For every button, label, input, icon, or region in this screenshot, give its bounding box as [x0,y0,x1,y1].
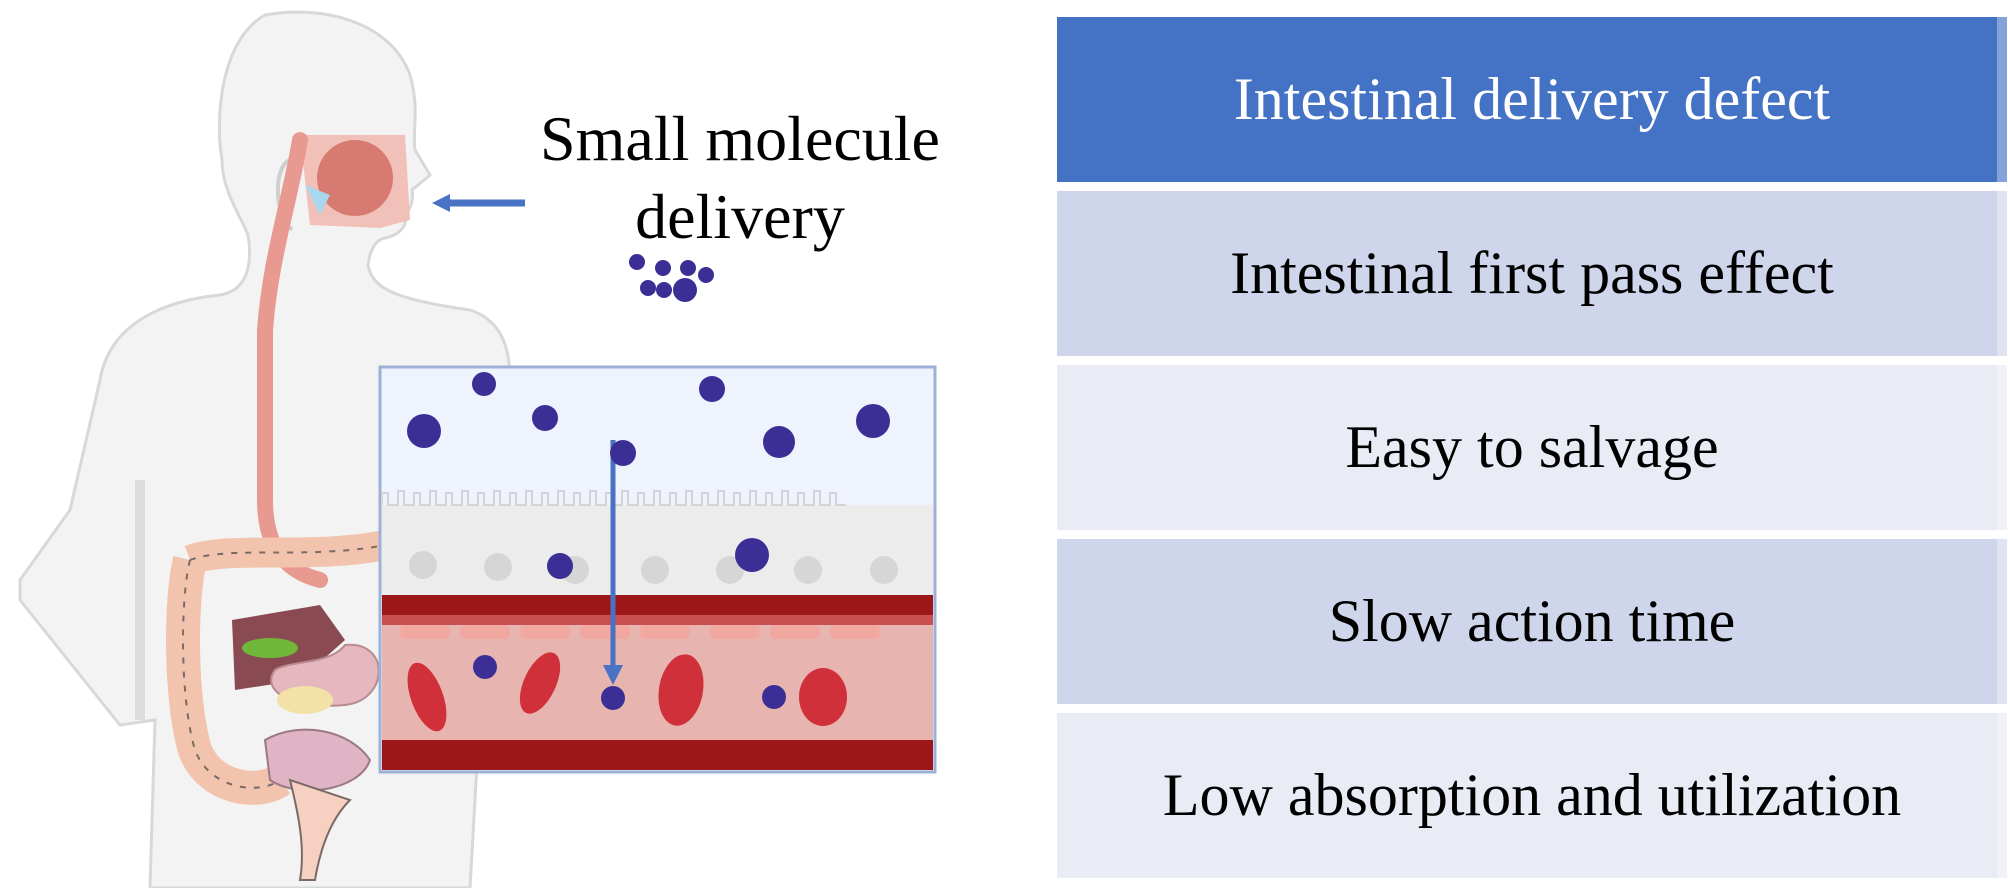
endothelial-cells [400,625,880,639]
defect-table: Intestinal delivery defect Intestinal fi… [1057,17,2007,887]
rectum [288,778,352,881]
cell-nuclei [409,551,898,584]
table-header: Intestinal delivery defect [1057,17,2007,182]
red-blood-cells [407,652,847,732]
delivery-arrow [432,194,525,212]
table-row: Intestinal first pass effect [1057,191,2007,356]
table-row: Slow action time [1057,539,2007,704]
delivery-caption: Small molecule delivery [520,100,960,256]
gallbladder [242,638,298,658]
caption-line-1: Small molecule [540,103,940,174]
table-row: Easy to salvage [1057,365,2007,530]
intestinal-inset [378,365,937,774]
epithelium-layer [382,505,933,600]
pancreas [277,686,333,714]
body-illustration [18,10,937,888]
vessel-wall [382,740,933,770]
molecule-cluster [629,254,714,302]
basement-membrane [382,595,933,615]
mouth-cavity [300,135,410,228]
table-row: Low absorption and utilization [1057,713,2007,878]
molecules [407,372,890,710]
intestines [166,530,388,881]
caption-line-2: delivery [635,181,845,252]
